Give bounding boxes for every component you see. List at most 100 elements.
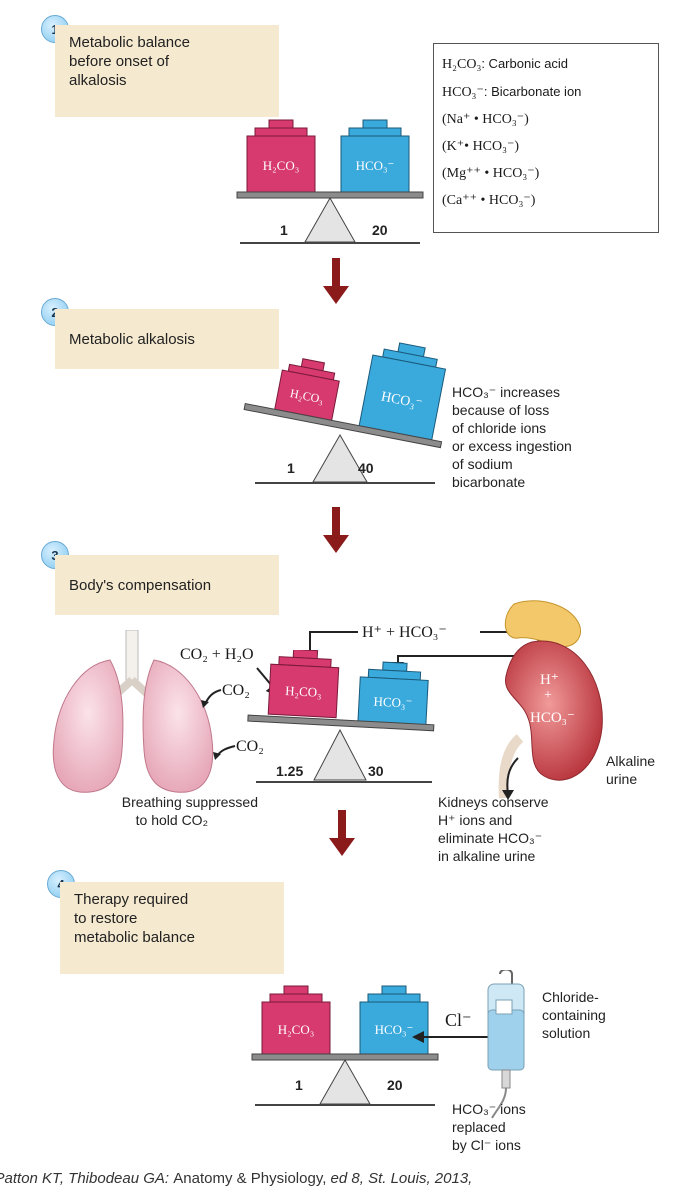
step-2-title-line: Metabolic alkalosis: [69, 330, 195, 348]
acid-weight: H₂CO₃: [267, 650, 340, 719]
source-caption: n Patton KT, Thibodeau GA: Anatomy & Phy…: [0, 1170, 472, 1187]
ratio-left: 1: [295, 1077, 303, 1093]
iv-bag-illustration: [487, 970, 525, 1119]
scale-4: H₂CO₃ HCO₃⁻: [251, 985, 439, 1106]
caption-title: Anatomy & Physiology,: [173, 1170, 327, 1187]
acid-weight: H₂CO₃: [261, 985, 331, 1055]
legend-box: H₂CO₃: Carbonic acid HCO₃⁻: Bicarbonate …: [433, 43, 659, 233]
acid-weight-label: H₂CO₃: [289, 386, 325, 406]
legend-desc: : Carbonic acid: [481, 56, 569, 71]
note-line: by Cl⁻ ions: [452, 1137, 521, 1153]
alkaline-urine-label: Alkaline urine: [606, 752, 655, 788]
step-4-title-line: metabolic balance: [74, 929, 195, 946]
down-arrow-icon: [323, 507, 349, 553]
scale-3: H₂CO₃ HCO₃⁻: [247, 650, 435, 783]
note-line: replaced: [452, 1119, 506, 1135]
legend-formula: HCO₃⁻: [442, 85, 484, 100]
note-line: Breathing suppressed: [121, 794, 258, 810]
note-line: H⁺ ions and: [438, 812, 513, 828]
step-1-title-line: alkalosis: [69, 72, 127, 89]
scale-fulcrum: [313, 728, 367, 781]
co2-h2o-label: CO₂ + H₂O: [180, 646, 254, 663]
legend-formula: (Mg⁺⁺ • HCO₃⁻): [442, 166, 540, 181]
note-line: containing: [542, 1007, 606, 1023]
note-line: or excess ingestion: [452, 438, 572, 454]
legend-row: (Mg⁺⁺ • HCO₃⁻): [442, 160, 650, 187]
kidney-h-label: H⁺: [540, 672, 559, 688]
ratio-right: 30: [368, 763, 384, 779]
tilted-beam-group: H₂CO₃ HCO₃⁻: [243, 342, 447, 449]
scale-2: H₂CO₃ HCO₃⁻: [243, 342, 447, 484]
scale-1: H₂CO₃ HCO₃⁻: [236, 119, 424, 244]
base-weight-label: HCO₃⁻: [375, 1022, 414, 1037]
breathing-note: Breathing suppressed to hold CO₂: [68, 793, 258, 829]
note-line: of chloride ions: [452, 420, 547, 436]
note-line: Alkaline: [606, 753, 656, 769]
legend-row: (Ca⁺⁺ • HCO₃⁻): [442, 187, 650, 214]
kidney-illustration: [498, 600, 603, 800]
note-line: of sodium: [452, 456, 513, 472]
caption-authors: n Patton KT, Thibodeau GA:: [0, 1170, 174, 1187]
alkalosis-note: HCO₃⁻ increases because of loss of chlor…: [452, 383, 572, 491]
acid-weight-label: H₂CO₃: [278, 1022, 315, 1037]
caption-edition: ed 8, St. Louis, 2013,: [326, 1170, 473, 1187]
ions-replaced-note: HCO₃⁻ ions replaced by Cl⁻ ions: [452, 1100, 526, 1154]
legend-row: (K⁺• HCO₃⁻): [442, 133, 650, 160]
acid-weight-label: H₂CO₃: [263, 158, 300, 173]
note-line: HCO₃⁻ increases: [452, 384, 561, 400]
acid-weight-label: H₂CO₃: [285, 683, 322, 700]
scale-fulcrum: [319, 1058, 371, 1105]
legend-formula: H₂CO₃: [442, 57, 482, 72]
note-line: Kidneys conserve: [438, 794, 549, 810]
down-arrow-icon: [323, 258, 349, 304]
base-weight: HCO₃⁻: [340, 119, 410, 193]
step-3-title: Body's compensation: [55, 555, 279, 615]
legend-row: HCO₃⁻: Bicarbonate ion: [442, 78, 650, 106]
step-4-title: Therapy required to restore metabolic ba…: [60, 882, 284, 974]
note-line: eliminate HCO₃⁻: [438, 830, 543, 846]
ratio-right: 20: [372, 222, 388, 238]
ratio-left: 1: [280, 222, 288, 238]
note-line: in alkaline urine: [438, 848, 536, 864]
note-line: Chloride-: [542, 989, 599, 1005]
legend-desc: : Bicarbonate ion: [483, 84, 582, 99]
chloride-arrow: [412, 1031, 490, 1043]
chloride-solution-label: Chloride- containing solution: [542, 988, 606, 1042]
scale-beam: [247, 714, 435, 732]
legend-row: H₂CO₃: Carbonic acid: [442, 50, 650, 78]
scale-fulcrum: [304, 196, 356, 243]
acid-weight: H₂CO₃: [246, 119, 316, 193]
note-line: solution: [542, 1025, 591, 1041]
base-weight: HCO₃⁻: [357, 661, 429, 727]
lungs-illustration: [52, 630, 214, 793]
chloride-label: Cl⁻: [445, 1010, 472, 1030]
step-2-title: Metabolic alkalosis: [55, 309, 279, 369]
legend-formula: (Na⁺ • HCO₃⁻): [442, 112, 529, 127]
ratio-right: 20: [387, 1077, 403, 1093]
base-weight-label: HCO₃⁻: [373, 694, 413, 711]
co2-label: CO₂: [236, 738, 264, 755]
kidney-plus-label: +: [544, 688, 552, 703]
legend-formula: (Ca⁺⁺ • HCO₃⁻): [442, 193, 536, 208]
ratio-left: 1.25: [276, 763, 304, 779]
base-weight-label: HCO₃⁻: [356, 158, 395, 173]
base-weight: HCO₃⁻: [359, 985, 429, 1055]
down-arrow-icon: [329, 810, 355, 856]
kidney-hco3-label: HCO₃⁻: [530, 710, 575, 726]
note-line: because of loss: [452, 402, 550, 418]
step-4-title-line: to restore: [74, 910, 138, 927]
step-3-title-line: Body's compensation: [69, 576, 212, 594]
reaction-label: H⁺ + HCO₃⁻: [362, 624, 447, 641]
note-line: HCO₃⁻ ions: [452, 1101, 526, 1117]
step-1-title-line: Metabolic balance: [69, 34, 190, 51]
co2-label: CO₂: [222, 682, 250, 699]
scale-beam: [243, 402, 443, 449]
step-1-title: Metabolic balance before onset of alkalo…: [55, 25, 279, 117]
acid-weight: H₂CO₃: [274, 358, 340, 421]
legend-formula: (K⁺• HCO₃⁻): [442, 139, 520, 154]
note-line: to hold CO₂: [135, 812, 208, 828]
ratio-right: 40: [358, 460, 374, 476]
note-line: bicarbonate: [452, 474, 526, 490]
legend-row: (Na⁺ • HCO₃⁻): [442, 106, 650, 133]
step-1-title-line: before onset of: [69, 53, 170, 70]
